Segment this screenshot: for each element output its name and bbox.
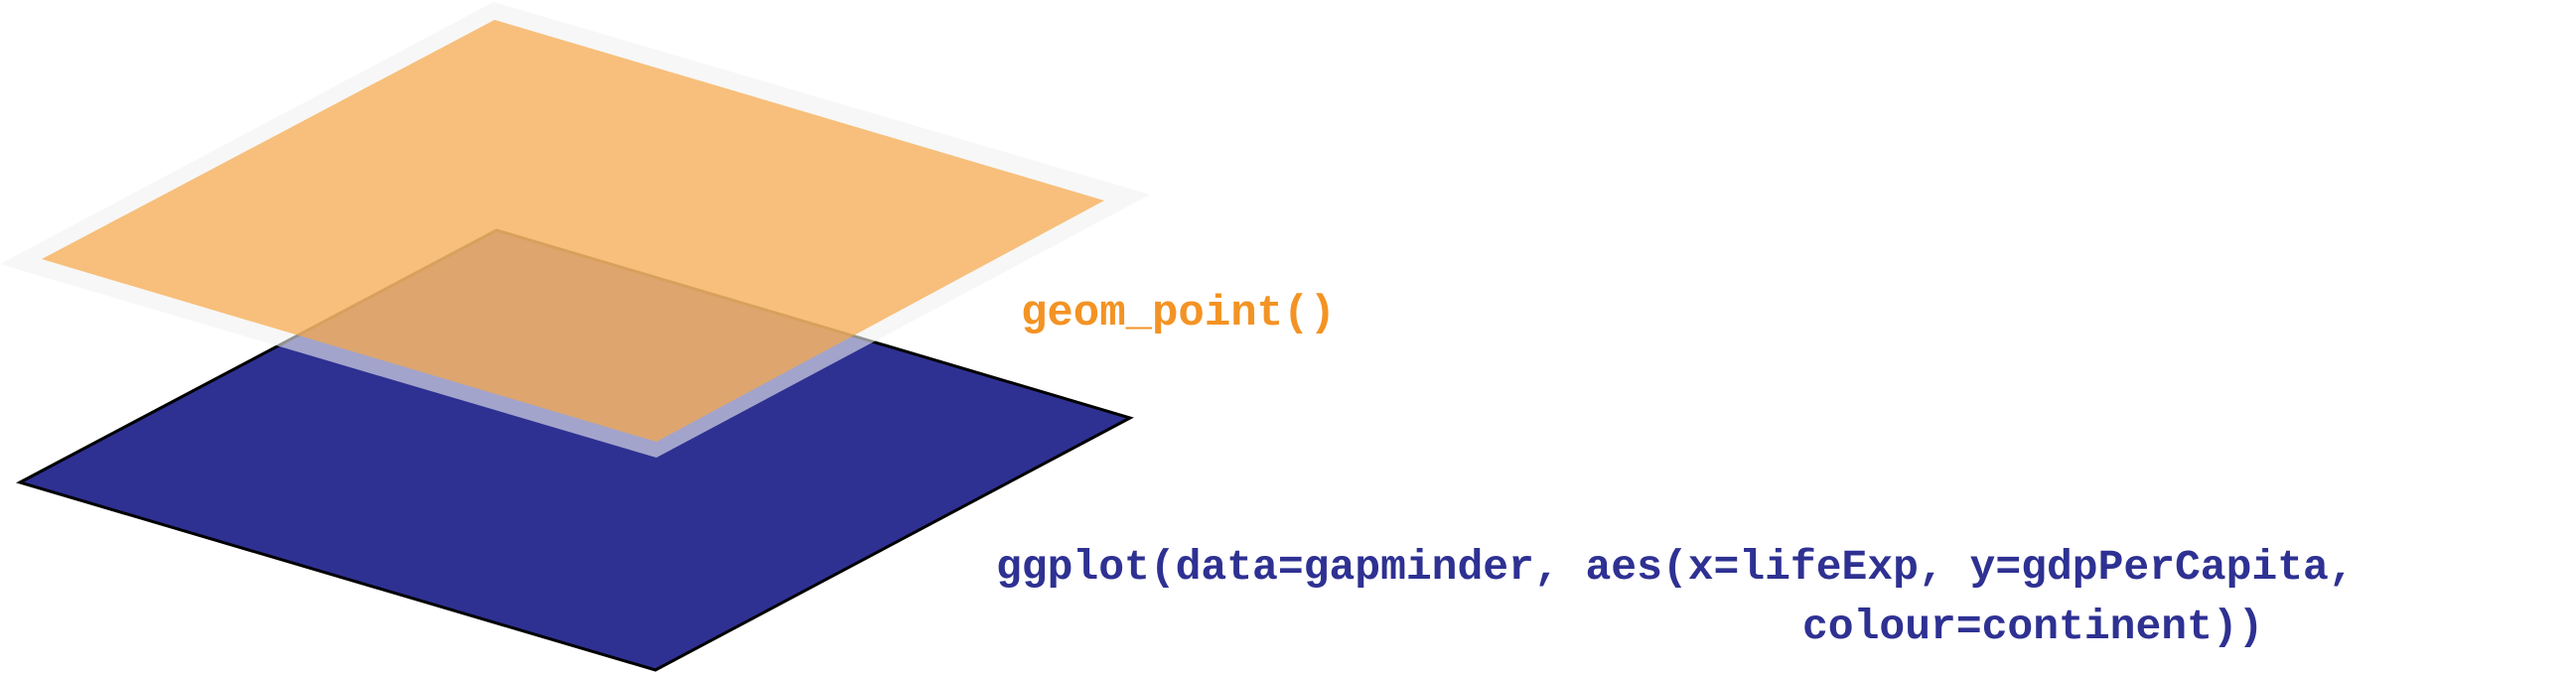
- geom-point-layer: [42, 20, 1104, 442]
- ggplot-call-label-line1: ggplot(data=gapminder, aes(x=lifeExp, y=…: [996, 543, 2355, 592]
- geom-point-label: geom_point(): [1021, 289, 1336, 338]
- ggplot-call-label-line2: colour=continent)): [1802, 603, 2263, 651]
